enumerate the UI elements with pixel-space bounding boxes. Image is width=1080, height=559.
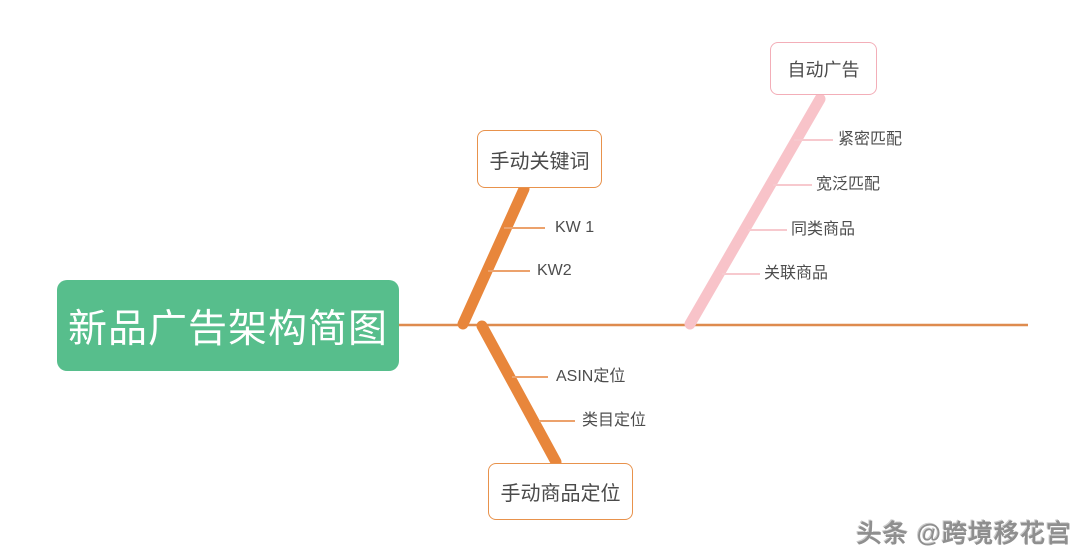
branch-line-auto-ad	[684, 93, 826, 330]
leaf-node-tight-match[interactable]: 紧密匹配	[838, 131, 903, 148]
branch-line-manual-product	[476, 320, 562, 468]
branch-node-manual-keywords[interactable]: 手动关键词	[477, 130, 602, 188]
leaf-node-asin-targeting[interactable]: ASIN定位	[556, 368, 626, 385]
leaf-node-broad-match[interactable]: 宽泛匹配	[816, 176, 881, 193]
watermark-text: 头条 @跨境移花宫	[856, 520, 1072, 548]
leaf-node-category-targeting[interactable]: 类目定位	[582, 412, 647, 429]
root-topic-node[interactable]: 新品广告架构简图	[57, 280, 399, 371]
leaf-node-kw2[interactable]: KW2	[537, 262, 572, 279]
branch-line-manual-keywords	[457, 183, 530, 330]
branch-node-auto-ad[interactable]: 自动广告	[770, 42, 877, 95]
leaf-node-kw1[interactable]: KW 1	[555, 219, 595, 236]
leaf-node-related-products[interactable]: 关联商品	[764, 265, 829, 282]
branch-node-manual-product[interactable]: 手动商品定位	[488, 463, 633, 520]
leaf-node-similar-products[interactable]: 同类商品	[791, 221, 856, 238]
